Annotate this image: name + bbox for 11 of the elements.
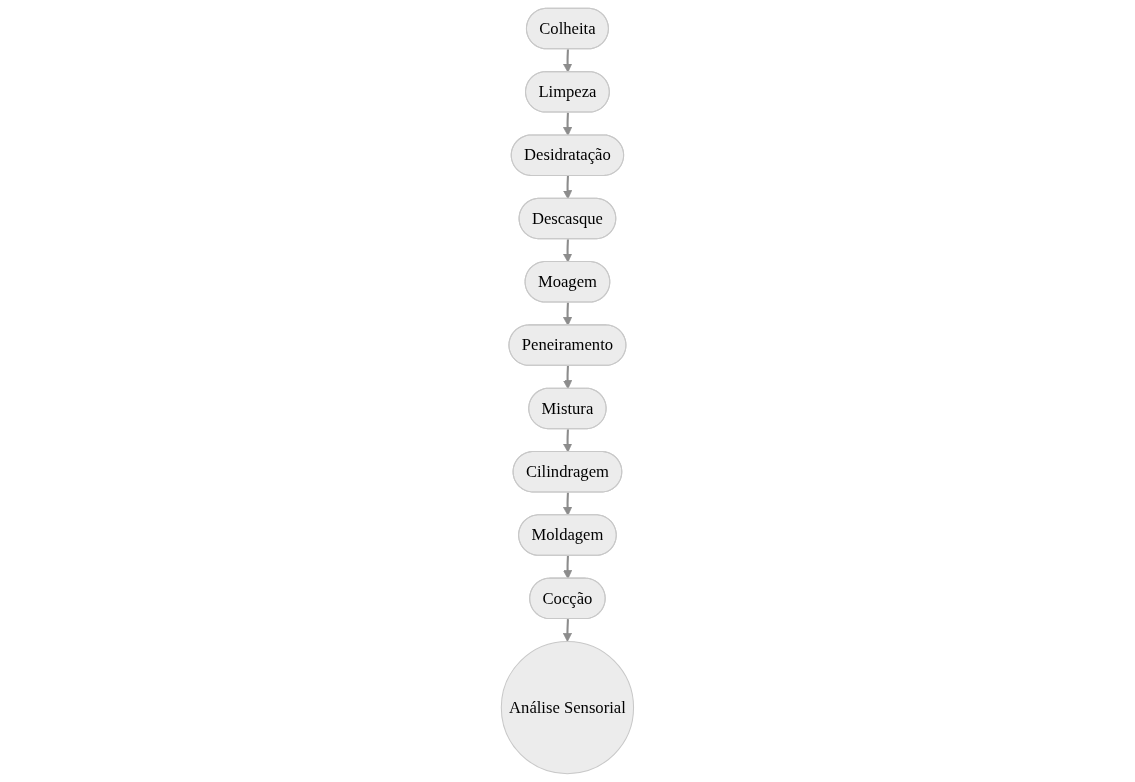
arrow bbox=[562, 619, 573, 642]
arrow bbox=[563, 365, 573, 390]
arrow bbox=[563, 429, 573, 453]
arrow bbox=[563, 239, 573, 263]
arrow bbox=[563, 112, 573, 136]
arrow bbox=[563, 555, 573, 580]
arrow bbox=[563, 492, 573, 516]
arrow bbox=[563, 49, 573, 73]
node-circle: Análise Sensorial bbox=[500, 640, 635, 775]
arrow bbox=[563, 302, 573, 326]
arrow bbox=[563, 175, 573, 200]
